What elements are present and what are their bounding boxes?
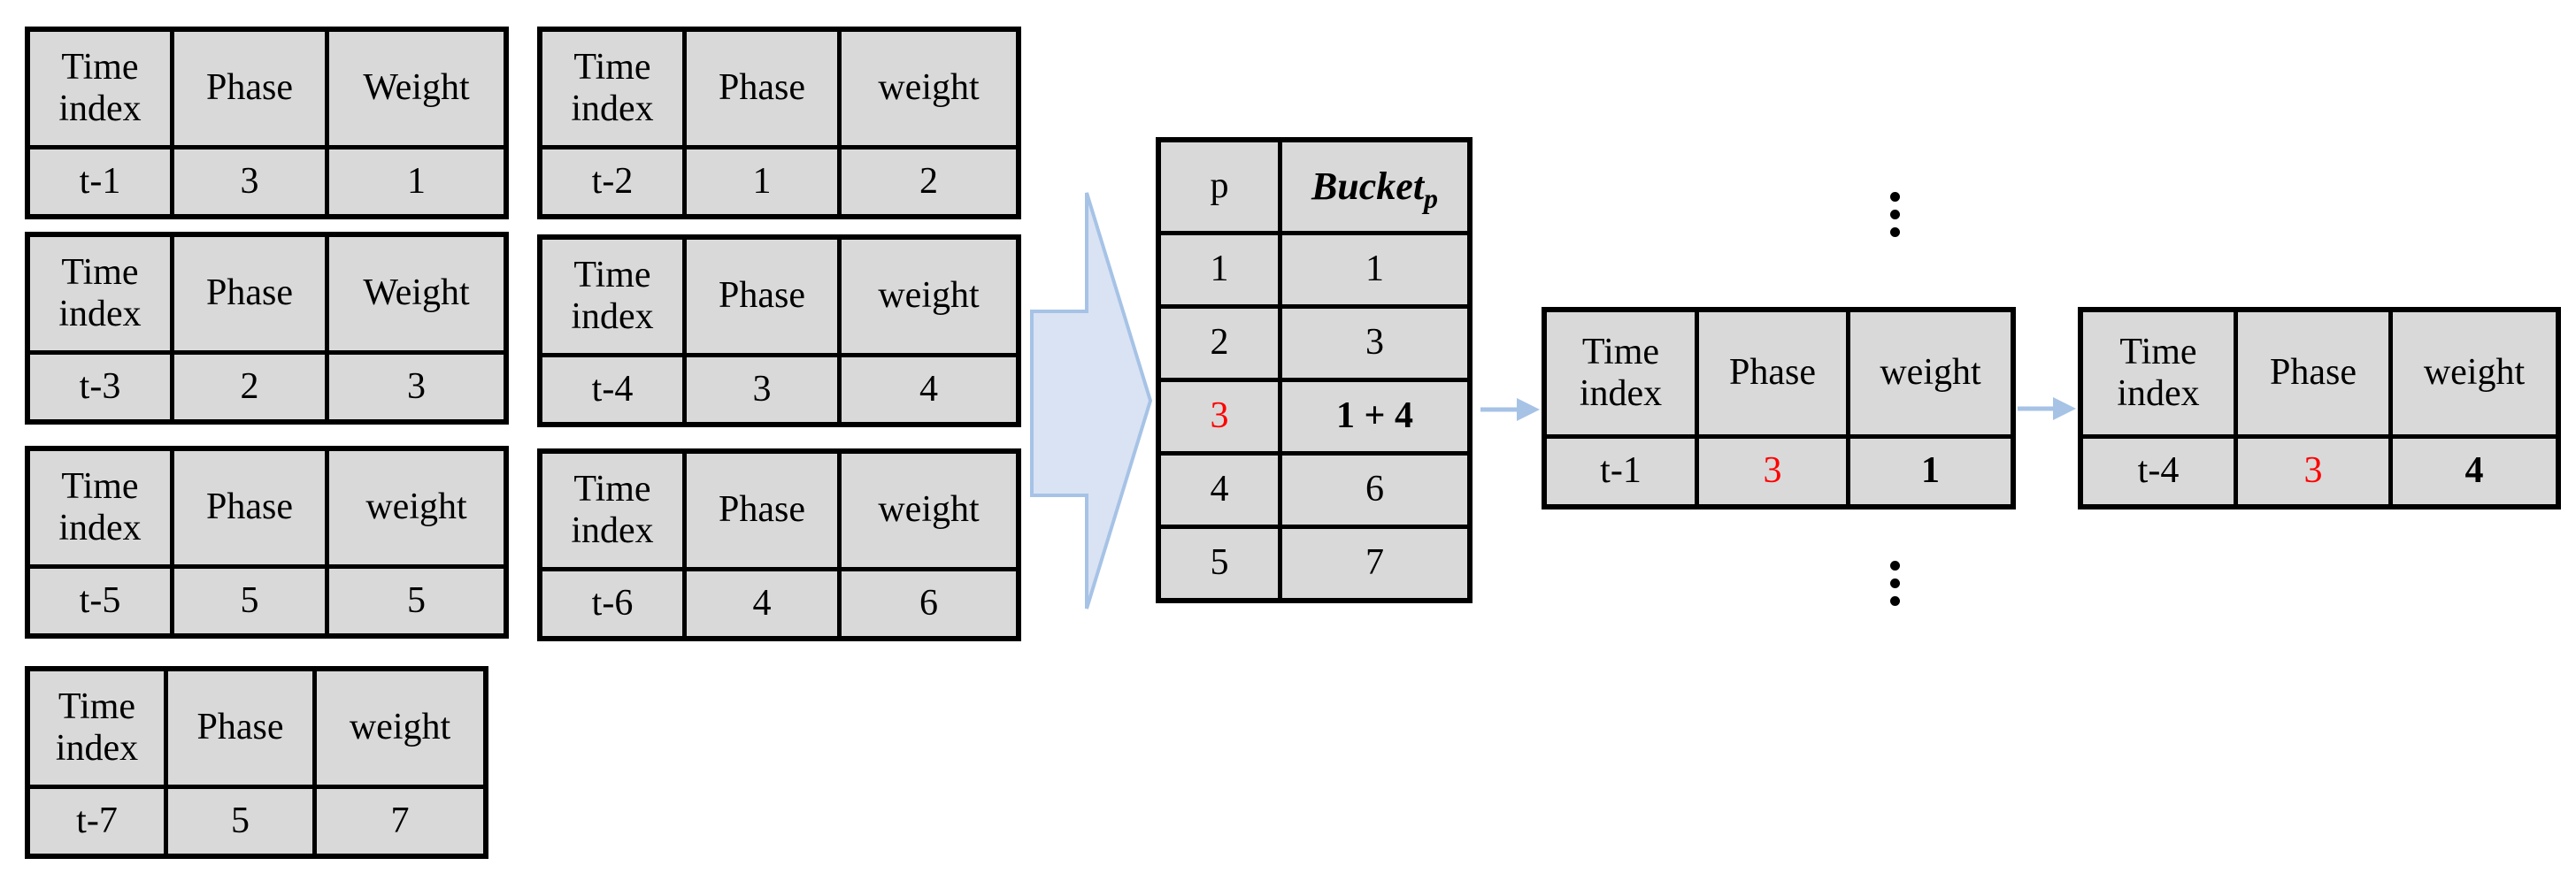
cell-phase-highlighted: 3 (2238, 439, 2388, 504)
col-header-phase: Phase (174, 451, 325, 564)
col-header-weight: weight (317, 671, 483, 785)
bucket-cell-p-highlighted: 3 (1161, 382, 1278, 451)
cell-weight: 6 (842, 571, 1016, 636)
cell-time-index: t-1 (1547, 439, 1695, 504)
cell-time-index: t-5 (30, 569, 170, 633)
source-table-t-6: Time index Phase weight t-6 4 6 (537, 448, 1021, 641)
connector-arrow-icon (1480, 398, 1540, 421)
col-header-time-index: Time index (542, 454, 682, 567)
col-header-phase: Phase (687, 32, 837, 145)
col-header-phase: Phase (168, 671, 312, 785)
cell-phase: 1 (687, 149, 837, 214)
bucket-cell-value-sum: 1 + 4 (1282, 382, 1467, 451)
connector-arrow-icon (2018, 397, 2076, 420)
source-table-t-5: Time index Phase weight t-5 5 5 (25, 446, 509, 639)
cell-phase: 3 (687, 357, 837, 422)
cell-phase: 2 (174, 355, 325, 419)
col-header-weight: weight (2393, 312, 2556, 434)
cell-weight: 3 (329, 355, 504, 419)
col-header-p: p (1161, 142, 1278, 231)
col-header-phase: Phase (174, 32, 325, 145)
source-table-t-2: Time index Phase weight t-2 1 2 (537, 27, 1021, 219)
cell-time-index: t-2 (542, 149, 682, 214)
col-header-weight: weight (842, 454, 1016, 567)
col-header-phase: Phase (2238, 312, 2388, 434)
cell-time-index: t-3 (30, 355, 170, 419)
bucket-cell-value: 1 (1282, 235, 1467, 304)
cell-weight: 7 (317, 789, 483, 854)
source-table-t-3: Time index Phase Weight t-3 2 3 (25, 232, 509, 425)
vertical-ellipsis-icon (1890, 561, 1900, 606)
cell-weight: 1 (329, 149, 504, 214)
cell-weight: 2 (842, 149, 1016, 214)
bucket-cell-value: 7 (1282, 529, 1467, 598)
col-header-weight: weight (1850, 312, 2011, 434)
cell-time-index: t-7 (30, 789, 164, 854)
vertical-ellipsis-icon (1890, 192, 1900, 237)
col-header-weight: weight (842, 32, 1016, 145)
cell-weight-highlighted: 1 (1850, 439, 2011, 504)
block-arrow-icon (1030, 192, 1153, 609)
cell-weight-highlighted: 4 (2393, 439, 2556, 504)
col-header-weight: Weight (329, 237, 504, 350)
cell-phase-highlighted: 3 (1699, 439, 1846, 504)
col-header-weight: weight (329, 451, 504, 564)
col-header-phase: Phase (174, 237, 325, 350)
col-header-time-index: Time index (542, 240, 682, 353)
col-header-time-index: Time index (542, 32, 682, 145)
bucket-cell-p: 5 (1161, 529, 1278, 598)
col-header-phase: Phase (1699, 312, 1846, 434)
col-header-phase: Phase (687, 240, 837, 353)
cell-phase: 3 (174, 149, 325, 214)
col-header-weight: Weight (329, 32, 504, 145)
cell-phase: 5 (168, 789, 312, 854)
bucket-header-subscript: p (1424, 182, 1439, 215)
cell-phase: 5 (174, 569, 325, 633)
col-header-time-index: Time index (30, 451, 170, 564)
cell-time-index: t-4 (542, 357, 682, 422)
col-header-time-index: Time index (30, 671, 164, 785)
col-header-weight: weight (842, 240, 1016, 353)
bucket-table: p Bucketp 1 1 2 3 3 1 + 4 4 6 5 7 (1156, 137, 1473, 603)
bucket-cell-value: 6 (1282, 456, 1467, 525)
bucket-cell-p: 4 (1161, 456, 1278, 525)
col-header-time-index: Time index (30, 237, 170, 350)
bucket-header-text: Bucketp (1311, 165, 1439, 215)
bucket-cell-value: 3 (1282, 309, 1467, 378)
cell-time-index: t-1 (30, 149, 170, 214)
cell-time-index: t-6 (542, 571, 682, 636)
bucket-cell-p: 1 (1161, 235, 1278, 304)
result-table-t-4: Time index Phase weight t-4 3 4 (2078, 307, 2561, 509)
source-table-t-1: Time index Phase Weight t-1 3 1 (25, 27, 509, 219)
bucket-cell-p: 2 (1161, 309, 1278, 378)
col-header-time-index: Time index (30, 32, 170, 145)
source-table-t-7: Time index Phase weight t-7 5 7 (25, 666, 488, 859)
cell-weight: 4 (842, 357, 1016, 422)
source-table-t-4: Time index Phase weight t-4 3 4 (537, 234, 1021, 427)
cell-phase: 4 (687, 571, 837, 636)
col-header-bucket-p: Bucketp (1282, 142, 1467, 231)
col-header-time-index: Time index (1547, 312, 1695, 434)
result-table-t-1: Time index Phase weight t-1 3 1 (1542, 307, 2016, 509)
cell-time-index: t-4 (2083, 439, 2234, 504)
col-header-phase: Phase (687, 454, 837, 567)
col-header-time-index: Time index (2083, 312, 2234, 434)
cell-weight: 5 (329, 569, 504, 633)
